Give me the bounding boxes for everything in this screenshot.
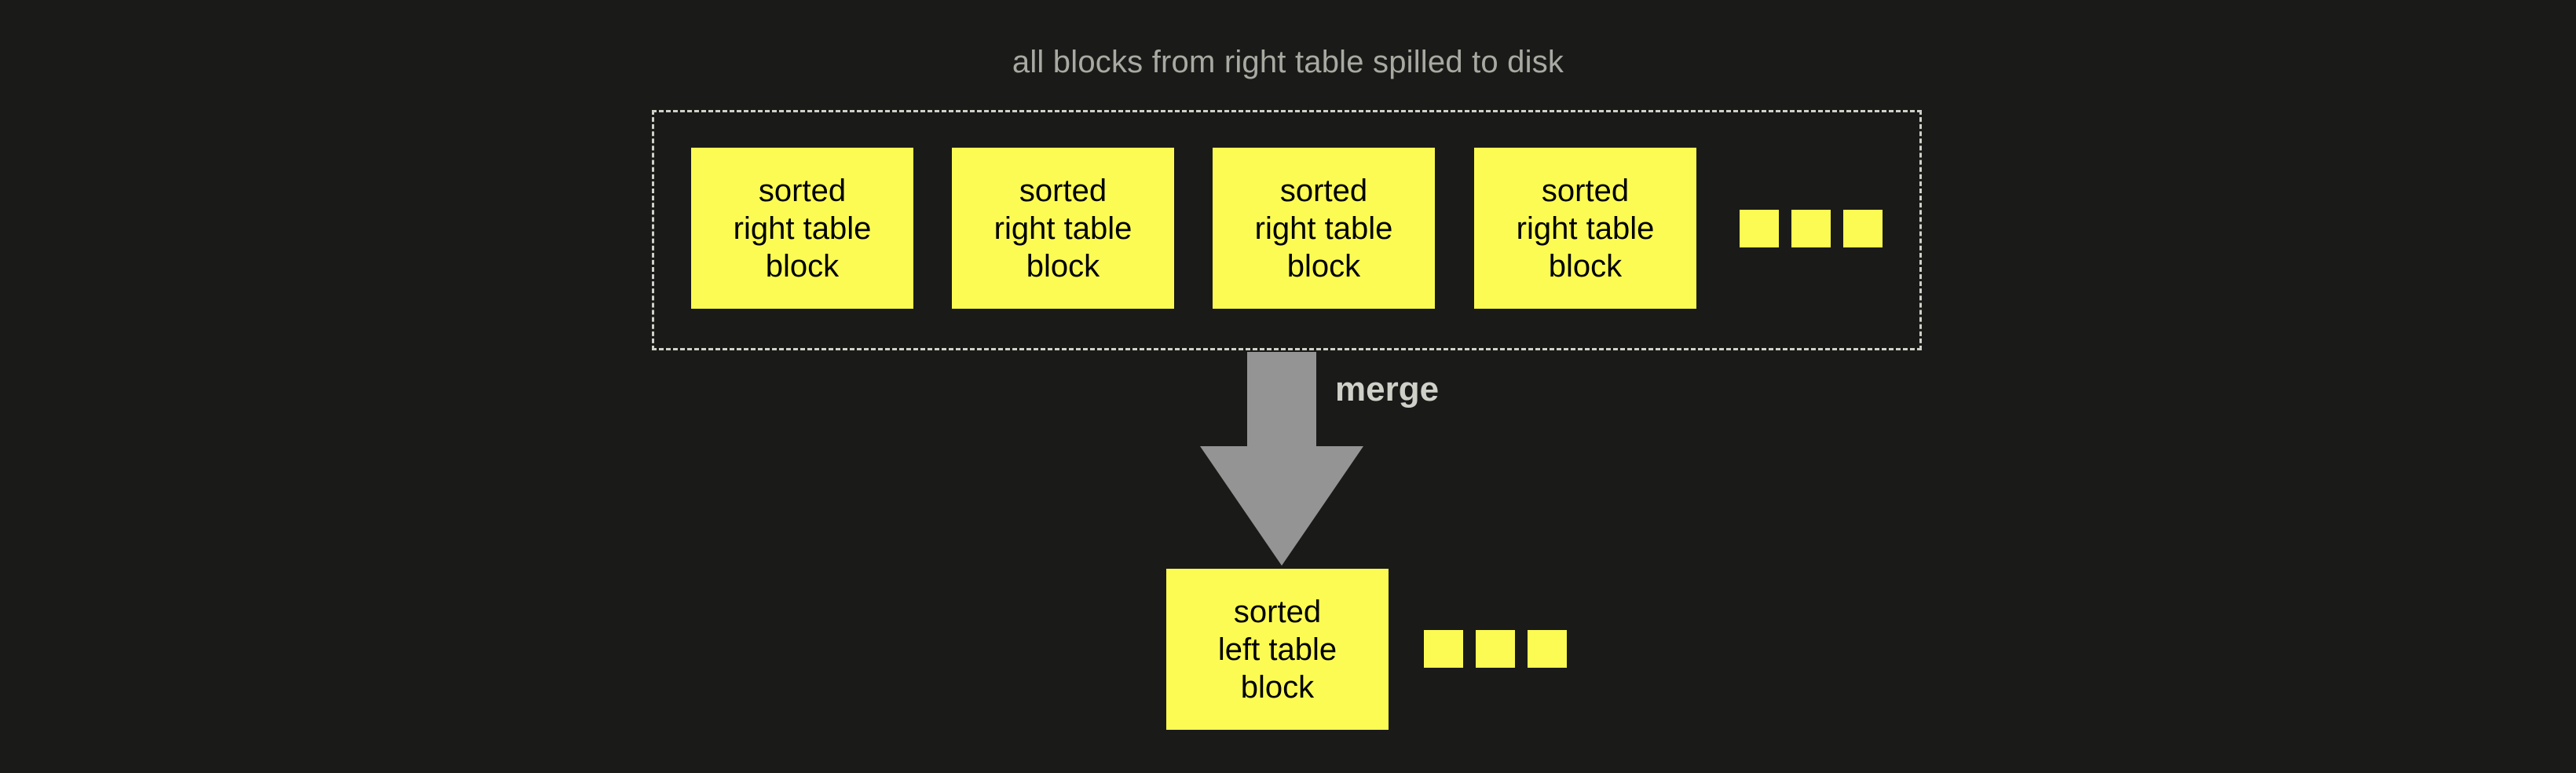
block-line-1: sorted [1019,173,1107,208]
ellipsis-square [1476,630,1515,668]
more-blocks-ellipsis-icon [1740,210,1883,247]
sorted-left-table-block: sorted left table block [1166,569,1389,730]
merge-label: merge [1335,370,1440,408]
ellipsis-square [1791,210,1831,247]
block-line-1: sorted [758,173,847,208]
spill-region-container [652,110,1922,350]
merge-down-arrow-icon [1200,352,1363,566]
block-line-2: right table [1516,211,1655,246]
sorted-right-table-block: sorted right table block [1474,148,1696,309]
block-line-3: block [1026,248,1100,284]
block-line-2: right table [733,211,872,246]
spill-caption: all blocks from right table spilled to d… [1012,45,1564,79]
ellipsis-square [1528,630,1567,668]
block-line-1: sorted [1233,594,1322,629]
block-line-3: block [1240,669,1315,705]
more-output-blocks-ellipsis-icon [1424,630,1567,668]
block-line-1: sorted [1541,173,1630,208]
block-line-2: right table [1254,211,1393,246]
ellipsis-square [1424,630,1463,668]
block-line-2: right table [993,211,1132,246]
block-line-2: left table [1217,632,1337,667]
block-line-3: block [1548,248,1623,284]
ellipsis-square [1740,210,1779,247]
sorted-right-table-block: sorted right table block [952,148,1174,309]
sorted-right-table-block: sorted right table block [691,148,913,309]
ellipsis-square [1843,210,1883,247]
block-line-1: sorted [1279,173,1368,208]
block-line-3: block [1286,248,1361,284]
sorted-right-table-block: sorted right table block [1213,148,1435,309]
block-line-3: block [765,248,840,284]
